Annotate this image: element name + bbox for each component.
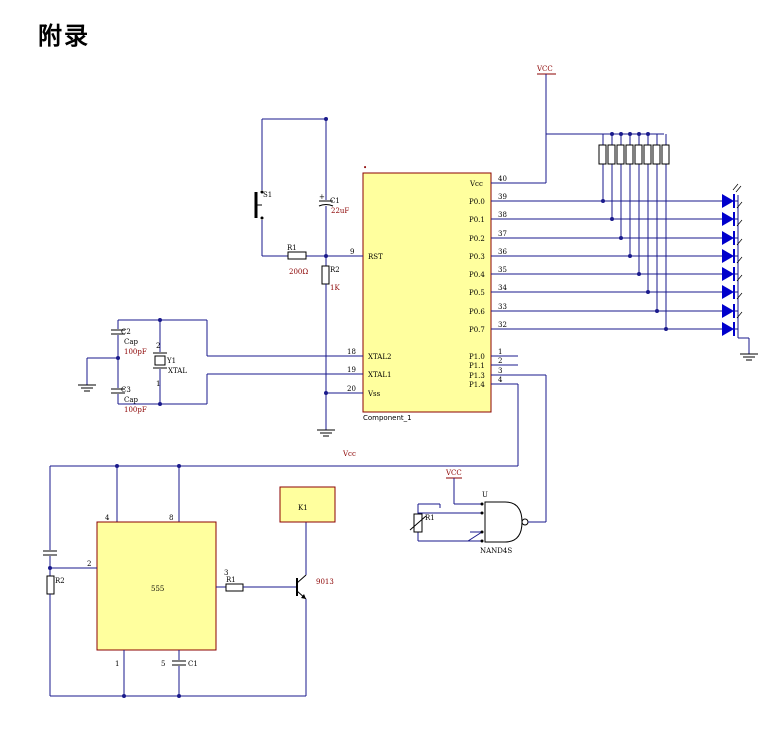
mcu-part-label: Component_1 bbox=[363, 414, 412, 422]
y1-pin1: 1 bbox=[156, 380, 160, 388]
pin-label-rst: RST bbox=[368, 253, 383, 261]
vcc-label: VCC bbox=[536, 65, 553, 73]
pin-label: P0.2 bbox=[469, 235, 485, 243]
pin-label: P1.4 bbox=[469, 381, 485, 389]
vcc-gate-label: VCC bbox=[445, 469, 462, 477]
pin-label-vcc: Vcc bbox=[469, 180, 483, 188]
timer-r1-label: R1 bbox=[226, 576, 236, 584]
gate-part-label: U bbox=[482, 491, 488, 499]
pin-label: P1.1 bbox=[469, 362, 485, 370]
r2-value: 1K bbox=[330, 284, 340, 292]
c1-value: 22uF bbox=[331, 207, 349, 215]
pin-number: 4 bbox=[498, 376, 503, 384]
pin-label-xtal2: XTAL2 bbox=[368, 353, 391, 361]
y1-label: Y1 bbox=[166, 357, 176, 365]
r2-label: R2 bbox=[330, 266, 340, 274]
pin-number: 18 bbox=[347, 348, 356, 356]
p1-port: 1 P1.0 2 P1.1 3 P1.3 4 P1.4 bbox=[469, 348, 546, 389]
mcu-chip: • Component_1 40 Vcc 9 RST 18 XTAL2 19 X… bbox=[207, 164, 722, 422]
vcc-mid-label: Vcc bbox=[342, 450, 356, 458]
pin-number: 8 bbox=[169, 514, 173, 522]
pin-label: P1.3 bbox=[469, 372, 485, 380]
oscillator-circuit: C2 Cap 100pF C3 Cap 100pF Y1 XTAL 1 2 bbox=[78, 318, 208, 414]
pin-number: 33 bbox=[498, 303, 507, 311]
c2-value: 100pF bbox=[124, 348, 147, 356]
pin-label: P0.7 bbox=[469, 326, 485, 334]
sensor-label: R1 bbox=[425, 514, 435, 522]
c3-label: C3 bbox=[121, 386, 131, 394]
pin-number: 36 bbox=[498, 248, 507, 256]
c1-label: C1 bbox=[330, 197, 340, 205]
timer-r2-label: R2 bbox=[55, 577, 65, 585]
s1-label: S1 bbox=[263, 191, 272, 199]
pin-label: P0.3 bbox=[469, 253, 485, 261]
pin-number: 39 bbox=[498, 193, 507, 201]
pin-number: 3 bbox=[498, 367, 502, 375]
pin-number: 38 bbox=[498, 211, 507, 219]
pin-label: P0.6 bbox=[469, 308, 485, 316]
pin-label: P1.0 bbox=[469, 353, 485, 361]
r1-label: R1 bbox=[287, 244, 297, 252]
pin-label-xtal1: XTAL1 bbox=[368, 371, 391, 379]
svg-text:+: + bbox=[319, 193, 325, 201]
pin-label: P0.4 bbox=[469, 271, 485, 279]
timer-555-circuit: 555 4 8 2 3 1 5 R2 C1 R1 bbox=[43, 384, 519, 698]
p0-port: 39 P0.0 38 P0.1 37 P0.2 36 P0.3 35 P0.4 … bbox=[469, 193, 722, 334]
relay-label: K1 bbox=[298, 504, 308, 512]
y1-pin2: 2 bbox=[156, 342, 160, 350]
gate-type-label: NAND4S bbox=[480, 547, 512, 555]
pin-number: 2 bbox=[498, 357, 502, 365]
pin-number: 4 bbox=[105, 514, 110, 522]
page-title: 附录 bbox=[38, 22, 90, 50]
pin-number: 5 bbox=[161, 660, 165, 668]
pin-label: P0.0 bbox=[469, 198, 485, 206]
timer-part-label: 555 bbox=[151, 585, 164, 593]
c3-value: 100pF bbox=[124, 406, 147, 414]
pin-number: 2 bbox=[87, 560, 91, 568]
c3-type: Cap bbox=[124, 396, 139, 404]
pin-number: 19 bbox=[347, 366, 356, 374]
c2-label: C2 bbox=[121, 328, 131, 336]
pin-number: 37 bbox=[498, 230, 507, 238]
led-array bbox=[722, 183, 758, 361]
pin-number: 3 bbox=[224, 569, 228, 577]
pin-label: P0.1 bbox=[469, 216, 485, 224]
pin-label: P0.5 bbox=[469, 289, 485, 297]
c2-type: Cap bbox=[124, 338, 139, 346]
pin-number: 1 bbox=[498, 348, 502, 356]
pullup-resistor-bank bbox=[598, 132, 670, 331]
pin-number: 34 bbox=[498, 284, 507, 292]
nand-gate-circuit: VCC R1 U NAND4S bbox=[409, 375, 547, 555]
pin-number: 40 bbox=[498, 175, 507, 183]
pin-label-vss: Vss bbox=[367, 390, 381, 398]
timer-c1-label: C1 bbox=[188, 660, 198, 668]
pin-number: 9 bbox=[350, 248, 354, 256]
pin-number: 1 bbox=[115, 660, 119, 668]
pin-number: 35 bbox=[498, 266, 507, 274]
svg-text:•: • bbox=[363, 164, 367, 172]
r1-value: 200Ω bbox=[289, 268, 308, 276]
pin-number: 20 bbox=[347, 385, 356, 393]
y1-type: XTAL bbox=[168, 367, 187, 375]
reset-circuit: R1 200Ω S1 C1 22uF + R2 1K bbox=[254, 117, 349, 437]
transistor-label: 9013 bbox=[316, 578, 334, 586]
pin-number: 32 bbox=[498, 321, 507, 329]
